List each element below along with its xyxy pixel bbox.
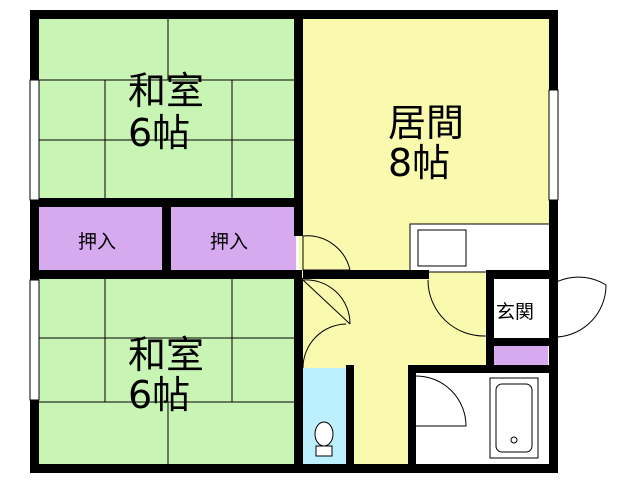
closet-right-floor xyxy=(170,206,296,272)
closet-left-label: 押入 xyxy=(78,231,116,253)
kitchen-counter xyxy=(409,223,551,273)
toilet xyxy=(314,421,334,457)
closet-right-label: 押入 xyxy=(210,231,248,253)
living-size: 8帖 xyxy=(388,141,450,185)
washitsu-bottom-name: 和室 xyxy=(128,333,204,377)
windows xyxy=(29,10,559,401)
closet-left-floor xyxy=(37,206,163,272)
bathtub xyxy=(489,377,539,459)
tatami-lines-top xyxy=(37,18,299,202)
tatami-lines-bottom xyxy=(37,278,299,464)
door-swings xyxy=(302,235,607,427)
walls xyxy=(30,10,558,473)
storage-floor xyxy=(492,344,548,368)
entrance-label: 玄関 xyxy=(496,301,534,323)
washitsu-bottom-size: 6帖 xyxy=(128,373,190,417)
washitsu-top-name: 和室 xyxy=(128,69,204,113)
washitsu-top-size: 6帖 xyxy=(128,111,190,155)
entrance-floor xyxy=(489,278,551,344)
living-name: 居間 xyxy=(388,101,464,145)
